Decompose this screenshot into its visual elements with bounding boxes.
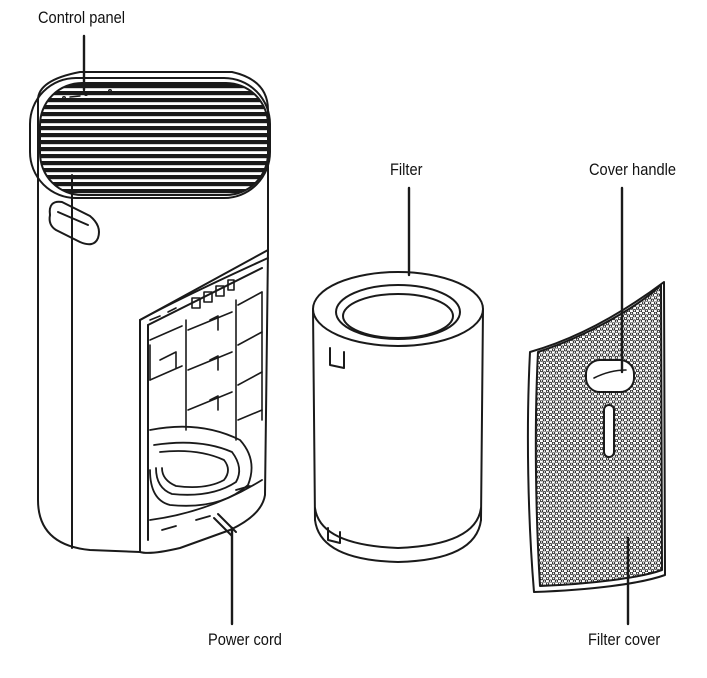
inner-rails	[149, 291, 263, 441]
motor-base	[149, 425, 263, 531]
label-cover-handle: Cover handle	[589, 160, 676, 179]
label-control-panel: Control panel	[38, 8, 125, 27]
cover-handle-slot	[585, 359, 635, 393]
purifier-body	[37, 71, 269, 553]
label-filter-cover: Filter cover	[588, 630, 661, 649]
side-handle	[48, 200, 100, 246]
label-power-cord: Power cord	[208, 630, 282, 649]
leader-lines	[82, 34, 630, 626]
cover-vertical-slot	[603, 404, 615, 458]
filter-cover-panel	[526, 281, 666, 593]
label-filter: Filter	[390, 160, 423, 179]
air-outlet-grille	[40, 83, 268, 195]
purifier-unit	[29, 71, 271, 554]
top-panel	[29, 77, 271, 199]
control-panel	[62, 88, 112, 100]
connector-ports	[149, 279, 235, 321]
filter-cylinder	[312, 271, 484, 563]
